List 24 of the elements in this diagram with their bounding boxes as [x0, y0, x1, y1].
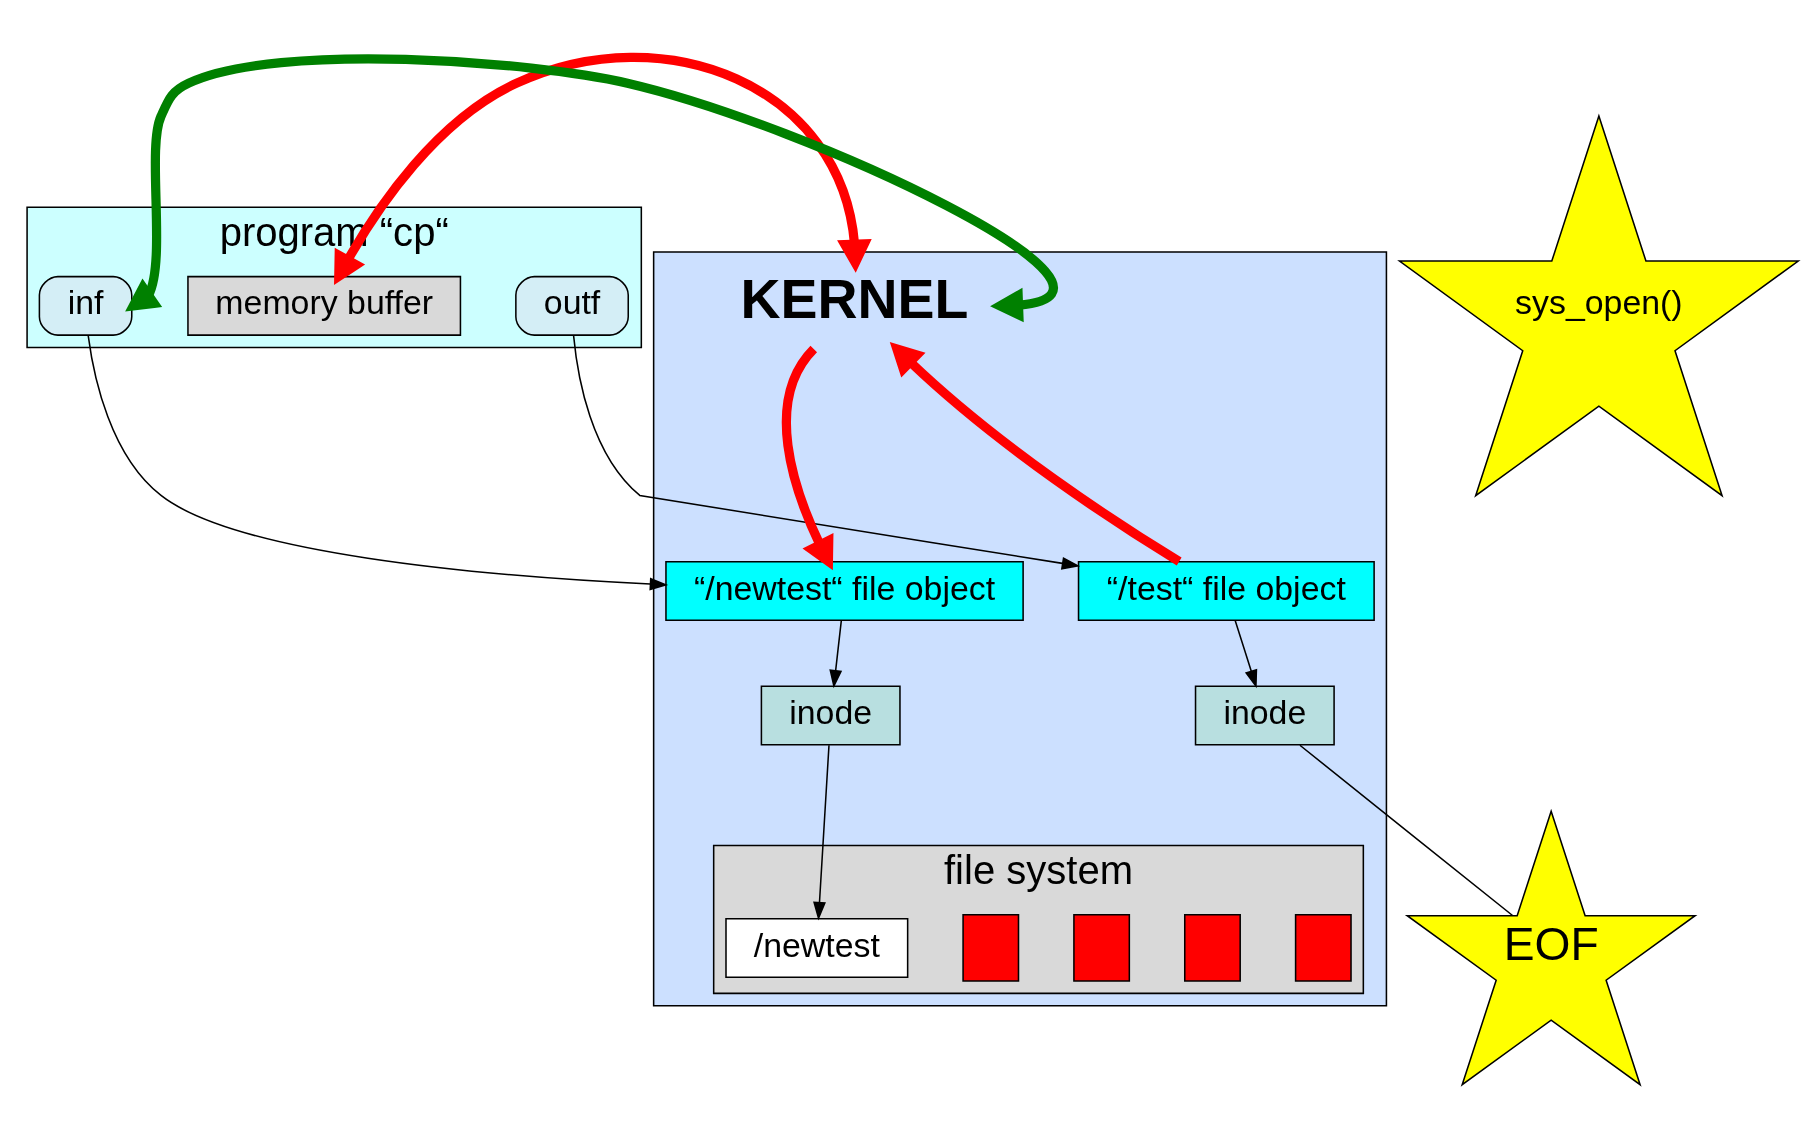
arrow [889, 341, 1182, 565]
arrow [813, 744, 830, 920]
node-box [1073, 913, 1131, 982]
arrow [334, 52, 872, 285]
arrow [125, 53, 1056, 322]
arrow [87, 334, 669, 590]
node-text: KERNEL [740, 267, 969, 330]
node-box [1184, 913, 1241, 982]
node-box [962, 913, 1020, 982]
node-box: inode [1194, 685, 1335, 746]
arrow [1234, 619, 1258, 688]
node-box: inode [760, 685, 901, 746]
arrow [572, 334, 1081, 570]
node-box: inf [38, 275, 133, 336]
arrow [781, 345, 834, 570]
node-box: “/newtest“ file object [665, 560, 1024, 621]
node-box: memory buffer [187, 275, 462, 336]
node-box: outf [515, 275, 629, 336]
cluster [652, 250, 1388, 1006]
node-box: “/test“ file object [1077, 560, 1375, 621]
node-box: /newtest [725, 917, 909, 978]
node-box [1294, 913, 1352, 982]
connector [1299, 744, 1514, 916]
arrow [829, 619, 843, 688]
